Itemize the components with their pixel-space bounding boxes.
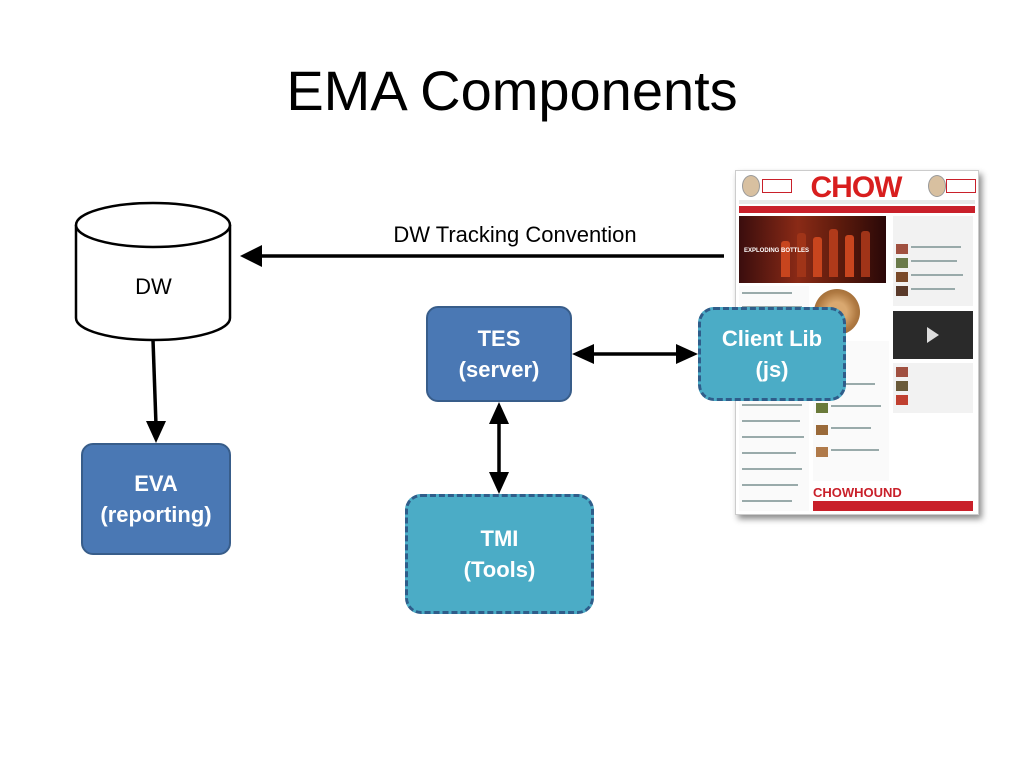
- tes-clientlib-arrowhead-right: [676, 344, 698, 364]
- site-subnav: [739, 200, 975, 204]
- site-sidebar-list: [893, 363, 973, 413]
- chef-face-icon: [742, 175, 760, 197]
- slide-title: EMA Components: [286, 59, 738, 122]
- dw-to-eva-arrow: [151, 339, 158, 426]
- site-video: [893, 311, 973, 359]
- eva-node-title: EVA: [134, 471, 178, 496]
- badge-icon: [762, 179, 792, 193]
- tmi-node: TMI (Tools): [405, 494, 594, 614]
- tes-node-title: TES: [477, 326, 521, 351]
- site-hero-caption: EXPLODING BOTTLES: [744, 248, 810, 254]
- client-lib-node-title: Client Lib: [721, 326, 823, 351]
- tes-tmi-arrowhead-bottom: [489, 472, 509, 494]
- tes-tmi-arrowhead-top: [489, 402, 509, 424]
- tmi-node-title: TMI: [480, 526, 519, 551]
- tracking-convention-arrowhead: [240, 245, 262, 267]
- eva-node-subtitle: (reporting): [100, 502, 212, 527]
- site-nav-bar: [739, 206, 975, 213]
- dw-cylinder: [74, 201, 232, 342]
- site-footer-brand: CHOWHOUND: [813, 485, 902, 500]
- tracking-convention-label: DW Tracking Convention: [393, 222, 637, 247]
- eva-node: EVA (reporting): [81, 443, 231, 555]
- badge-icon: [946, 179, 976, 193]
- chef-face-icon: [928, 175, 946, 197]
- site-logo: CHOW: [810, 171, 903, 204]
- client-lib-node-subtitle: (js): [755, 357, 789, 382]
- tes-clientlib-arrowhead-left: [572, 344, 594, 364]
- tes-node-subtitle: (server): [458, 357, 540, 382]
- tes-node: TES (server): [426, 306, 572, 402]
- play-icon: [927, 327, 939, 343]
- tmi-node-subtitle: (Tools): [463, 557, 536, 582]
- dw-to-eva-arrowhead: [146, 421, 166, 443]
- client-lib-node: Client Lib (js): [698, 307, 846, 401]
- site-hero-image: EXPLODING BOTTLES: [739, 216, 886, 283]
- site-footer-bar: [813, 501, 973, 511]
- site-sidebar: [893, 216, 973, 306]
- dw-label: DW: [135, 274, 172, 299]
